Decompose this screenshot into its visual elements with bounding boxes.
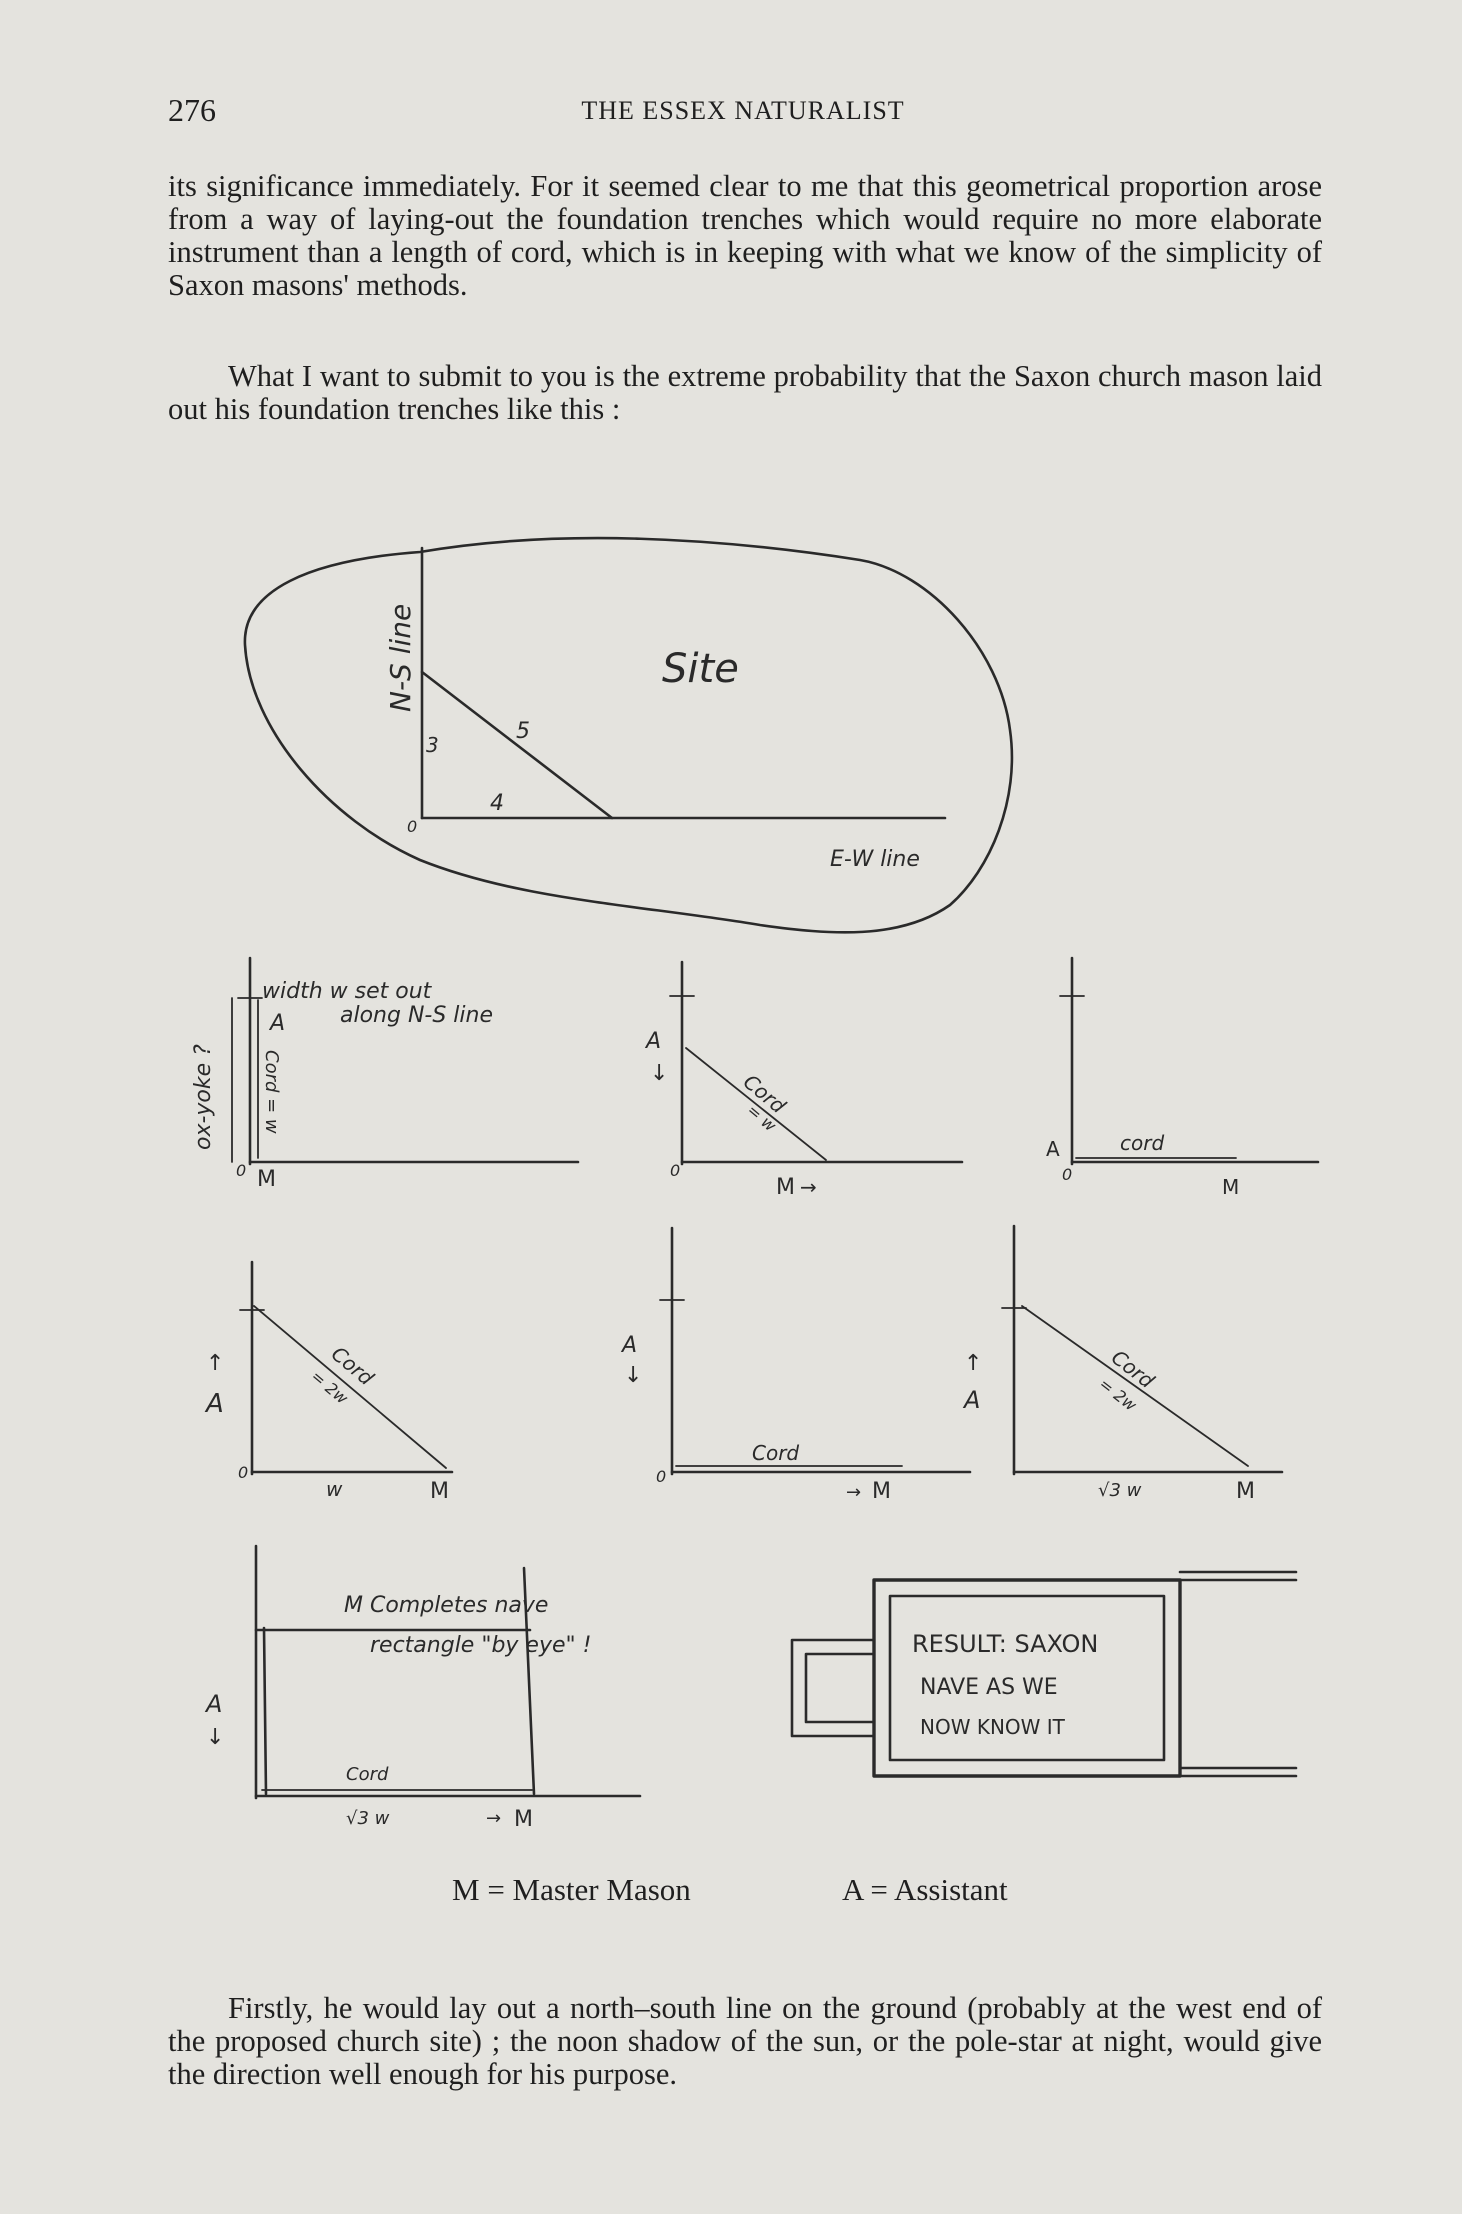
assistant-label: A [268,1011,285,1036]
nave-inner [888,1594,1166,1762]
side-3-label: 3 [426,733,439,757]
assistant-label: A [620,1333,637,1358]
step-4-diagram: ↑ A Cord = 2w w M 0 [204,1260,454,1504]
assistant-label: A [204,1389,224,1419]
origin-label: 0 [1062,1165,1072,1184]
origin-label: 0 [670,1161,680,1180]
nave-right [522,1566,536,1796]
nave-left-inner [262,1626,268,1796]
side-5-label: 5 [516,719,530,744]
assistant-label: A [1046,1137,1060,1161]
side-4-label: 4 [490,791,504,816]
ns-line-label: N-S line [384,604,417,712]
step-5-diagram: A ↓ Cord → M 0 [620,1226,972,1504]
step-6-diagram: ↑ A Cord = 2w √3 w M [962,1224,1284,1504]
step-3-diagram: A cord M 0 [1046,956,1320,1199]
w-label: w [326,1477,343,1501]
page-number: 276 [168,92,216,128]
up-arrow: ↑ [206,1351,224,1376]
site-outline [243,536,1014,934]
ox-yoke-label: ox-yoke ? [191,1044,216,1150]
arrow: → [800,1175,817,1199]
assistant-label: A [962,1386,980,1414]
sqrt-label: √3 w [1098,1480,1142,1501]
paragraph-2: What I want to submit to you is the extr… [168,359,1322,426]
step-7-diagram: M Completes nave rectangle "by eye" ! A … [204,1544,642,1832]
down-arrow: ↓ [624,1363,642,1388]
site-label: Site [662,646,739,692]
cord-label: Cord [346,1764,389,1785]
sqrt-label: √3 w [346,1808,390,1829]
chancel-inner [804,1652,876,1724]
result-line-2: NAVE AS WE [920,1675,1058,1700]
legend-master: M = Master Mason [452,1872,691,1907]
paragraph-1: its significance immediately. For it see… [168,169,1322,302]
assistant-label: A [204,1690,222,1718]
legend-assistant: A = Assistant [842,1872,1008,1907]
result-line-3: NOW KNOW IT [920,1715,1066,1739]
page-header: 276 THE ESSEX NATURALIST [168,92,1318,136]
site-diagram: N-S line Site 5 3 4 0 E-W line [243,536,1014,934]
origin-label: 0 [236,1161,246,1180]
arrow: → [846,1482,861,1503]
origin-label: 0 [238,1463,248,1482]
assistant-label: A [644,1029,661,1054]
result-diagram: RESULT: SAXON NAVE AS WE NOW KNOW IT [790,1570,1298,1778]
step-2-diagram: A ↓ Cord = w M → 0 [644,960,964,1200]
master-label: M [1236,1479,1255,1504]
note-line-2: rectangle "by eye" ! [370,1633,591,1658]
paragraph-3: Firstly, he would lay out a north–south … [168,1991,1322,2091]
master-label: M [872,1479,891,1504]
up-arrow: ↓ [650,1061,668,1086]
master-label: M [257,1167,276,1192]
cord-line [685,1047,827,1161]
ew-line-label: E-W line [830,847,920,872]
cord-line [253,1305,447,1469]
cord-label: cord [1120,1131,1164,1155]
down-arrow: ↓ [206,1725,224,1750]
hypotenuse-5 [420,670,614,820]
master-label: M [1222,1175,1239,1199]
origin-label: 0 [656,1467,666,1486]
master-label: M [776,1175,795,1200]
cord-label: Cord [752,1441,799,1465]
master-label: M [430,1479,449,1504]
width-note-1: width w set out [262,979,433,1004]
width-note-2: along N-S line [340,1003,493,1028]
master-label: M [514,1807,533,1832]
arrow: → [486,1808,501,1829]
up-arrow: ↑ [964,1351,982,1376]
cord-label: Cord = w [261,1050,282,1134]
note-line-1: M Completes nave [344,1593,548,1618]
origin-label: 0 [407,817,417,836]
cord-line [1021,1305,1249,1467]
running-head: THE ESSEX NATURALIST [581,96,905,125]
step-1-diagram: ox-yoke ? width w set out along N-S line… [191,956,580,1192]
result-line-1: RESULT: SAXON [912,1630,1098,1658]
